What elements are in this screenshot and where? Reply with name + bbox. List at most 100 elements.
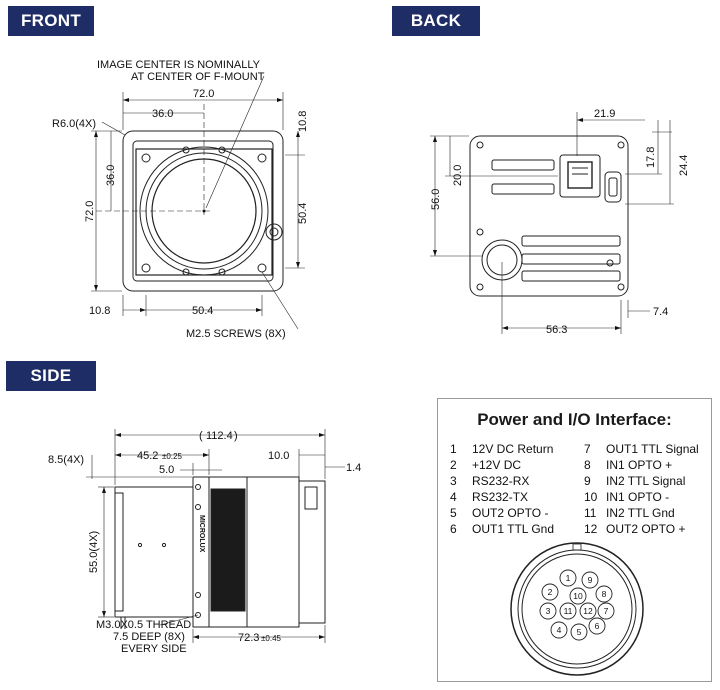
side-mount-length-label: 45.2	[137, 450, 158, 462]
front-screws-label: M2.5 SCREWS (8X)	[186, 328, 286, 340]
side-brand-label: MICROLUX	[198, 515, 205, 553]
front-half-width-label: 36.0	[152, 108, 173, 120]
back-right-offset-label: 7.4	[653, 306, 668, 318]
connector-pin-6	[588, 617, 606, 635]
pin-label: RS232-TX	[472, 490, 529, 504]
side-rear-step-label: 1.4	[346, 462, 361, 474]
side-body-tol-label: ±0.45	[261, 634, 282, 643]
connector-pin-label: 4	[557, 625, 562, 635]
cooling-fins	[491, 159, 621, 282]
pin-num: 9	[584, 474, 591, 488]
pin-label: OUT1 TTL Gnd	[472, 522, 555, 536]
usb-port	[604, 171, 622, 203]
image-center-note-line1: IMAGE CENTER IS NOMINALLY	[97, 59, 261, 71]
pin-num: 12	[584, 522, 598, 536]
side-flange-label: 5.0	[159, 464, 174, 476]
pin-num: 6	[450, 522, 457, 536]
connector-pin-label: 8	[602, 589, 607, 599]
front-screws	[141, 146, 267, 276]
pin-num: 1	[450, 442, 457, 456]
side-thread-note-line3: EVERY SIDE	[121, 643, 187, 655]
pin-label: OUT2 OPTO -	[472, 506, 549, 520]
side-view-drawing: MICROLUX 112.4 ( ) 45.2 ±0.25 5.0 10.0 1…	[48, 429, 361, 655]
connector-pin-3	[539, 602, 557, 620]
connector-pin-8	[595, 585, 613, 603]
back-view-drawing: 21.9 17.8 24.4 20.0 56.0 56.3 7.4	[430, 108, 690, 336]
side-slot-depth-label: 8.5(4X)	[48, 454, 84, 466]
connector-pin-label: 3	[546, 606, 551, 616]
side-rear-offset-label: 10.0	[268, 450, 289, 462]
pin-row-7: 7 OUT1 TTL Signal	[584, 442, 699, 456]
connector-pin-label: 7	[604, 606, 609, 616]
pin-row-3: 3 RS232-RX	[450, 474, 529, 488]
front-right-span-label: 50.4	[297, 203, 309, 224]
connector-pin-11	[559, 602, 577, 620]
pin-label: IN1 OPTO +	[606, 458, 673, 472]
connector-pin-label: 5	[577, 627, 582, 637]
pin-label: IN1 OPTO -	[606, 490, 670, 504]
connector-pin-12	[579, 602, 597, 620]
locking-knob	[265, 223, 283, 241]
pin-label: RS232-RX	[472, 474, 530, 488]
back-body	[469, 135, 629, 297]
pin-row-6: 6 OUT1 TTL Gnd	[450, 522, 554, 536]
connector-pin-label: 10	[573, 591, 583, 601]
lens-outer-ring	[139, 146, 269, 276]
connector-pin-5	[570, 623, 588, 641]
side-body-length-label: 72.3	[238, 632, 259, 644]
side-total-length-paren-open: (	[199, 430, 203, 442]
connector-pin-label: 9	[588, 575, 593, 585]
connector-outer-ring	[510, 542, 644, 676]
side-rear-housing	[246, 476, 300, 628]
pin-num: 8	[584, 458, 591, 472]
pin-num: 2	[450, 458, 457, 472]
connector-pin-label: 2	[548, 587, 553, 597]
pin-num: 7	[584, 442, 591, 456]
back-bottom-width-label: 56.3	[546, 324, 567, 336]
tab-side: SIDE	[6, 361, 96, 391]
io-title: Power and I/O Interface:	[477, 410, 672, 429]
ethernet-port	[559, 154, 601, 198]
pin-label: 12V DC Return	[472, 442, 554, 456]
connector-pin-label: 1	[566, 573, 571, 583]
pin-row-2: 2+12V DC	[450, 458, 521, 472]
connector-pin-10	[569, 587, 587, 605]
pin-label: IN2 TTL Gnd	[606, 506, 675, 520]
connector-pin-label: 6	[595, 621, 600, 631]
io-connector-diagram: 1 9 2 10 8 3 11 12 7 4 5 6	[510, 542, 644, 676]
side-total-length-paren-close: )	[234, 430, 238, 442]
pin-row-1: 1 12V DC Return	[450, 442, 553, 456]
side-thread-note-line1: M3.0X0.5 THREAD	[96, 619, 191, 631]
connector-pin-label: 11	[564, 606, 573, 616]
pin-num: 3	[450, 474, 457, 488]
side-mount-tol-label: ±0.25	[162, 452, 183, 461]
pin-row-8: 8 IN1 OPTO +	[584, 458, 672, 472]
back-connector-offset-label: 21.9	[594, 108, 615, 120]
pin-label: IN2 TTL Signal	[606, 474, 686, 488]
connector-pin-2	[541, 583, 559, 601]
front-bottom-offset-label: 10.8	[89, 305, 110, 317]
back-total-height-label: 56.0	[430, 189, 442, 210]
tab-front: FRONT	[8, 6, 94, 36]
connector-pin-4	[550, 621, 568, 639]
connector-pin-9	[581, 571, 599, 589]
back-upper-height-label: 20.0	[452, 165, 464, 186]
connector-pin-7	[597, 602, 615, 620]
pin-label: OUT1 TTL Signal	[606, 442, 699, 456]
front-top-offset-label: 10.8	[297, 111, 309, 132]
connector-pins	[539, 569, 615, 641]
side-lens-mount	[114, 486, 194, 618]
pin-num: 4	[450, 490, 457, 504]
connector-pin-1	[559, 569, 577, 587]
tab-back: BACK	[392, 6, 480, 36]
front-width-label: 72.0	[193, 88, 214, 100]
pin-row-9: 9 IN2 TTL Signal	[584, 474, 685, 488]
front-view-drawing: IMAGE CENTER IS NOMINALLY AT CENTER OF F…	[52, 59, 309, 340]
front-half-height-label: 36.0	[105, 165, 117, 186]
back-usb-height-label: 17.8	[645, 147, 657, 168]
